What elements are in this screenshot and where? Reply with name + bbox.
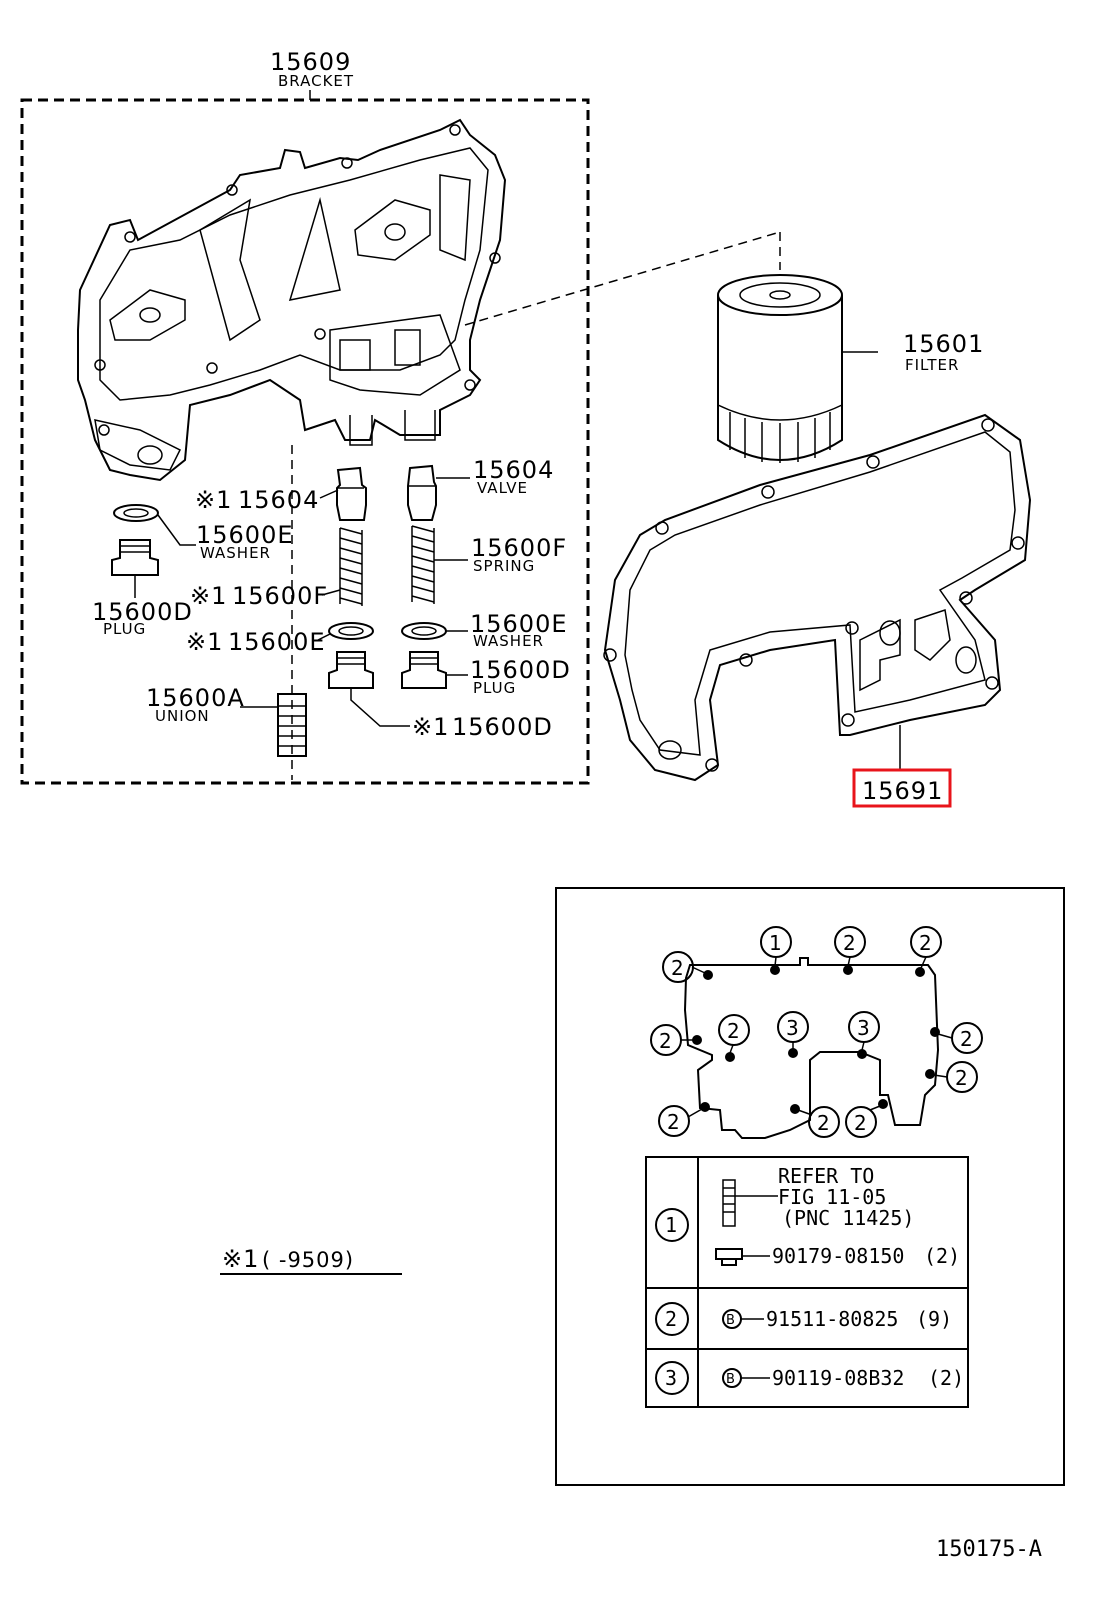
callout-3: 3 — [786, 1016, 799, 1040]
washer-outer-name: WASHER — [200, 544, 271, 562]
union-name: UNION — [155, 707, 210, 725]
callout-1: 1 — [769, 931, 782, 955]
callout-2: 2 — [955, 1066, 968, 1090]
table-row2-prefix: B — [726, 1313, 735, 1328]
callout-1: 2 — [854, 1111, 867, 1135]
table-row2-part[interactable]: 91511-80825 — [766, 1307, 898, 1331]
table-row1-line3: (PNC 11425) — [782, 1206, 914, 1230]
table-row1-line1: REFER TO — [778, 1164, 874, 1188]
footnote-range: ( -9509) — [262, 1248, 354, 1272]
washer-outer-drawing[interactable] — [113, 504, 159, 522]
callout-2: 2 — [960, 1027, 973, 1051]
bolt-location-inset: 2 1 2 2 2 2 3 3 2 2 2 2 2 — [555, 887, 1065, 1486]
valve-left-drawing[interactable] — [336, 466, 367, 521]
callout-2: 2 — [667, 1110, 680, 1134]
bolt-table: 1 REFER TO FIG 11-05 (PNC 11425) 90179-0… — [645, 1156, 969, 1408]
union-drawing[interactable] — [277, 693, 307, 757]
valve-right-drawing[interactable] — [407, 464, 437, 521]
valve-left-part-no[interactable]: 15604 — [238, 486, 319, 514]
spring-right-name: SPRING — [473, 557, 535, 575]
filter-part-no[interactable]: 15601 — [903, 330, 984, 358]
spring-right-drawing[interactable] — [411, 525, 435, 604]
plug-outer-part-no[interactable]: 15600D — [92, 598, 193, 626]
table-row3-qty: (2) — [928, 1366, 964, 1390]
highlight-box — [852, 768, 952, 808]
plug-outer-drawing[interactable] — [111, 539, 159, 576]
plug-outer-name: PLUG — [103, 620, 146, 638]
washer-left-drawing[interactable] — [328, 622, 374, 640]
union-part-no[interactable]: 15600A — [146, 684, 245, 712]
callout-2: 2 — [727, 1019, 740, 1043]
gasket-part-no[interactable]: 15691 — [862, 777, 943, 805]
figure-id: 150175-A — [936, 1537, 1042, 1562]
washer-right-drawing[interactable] — [401, 622, 447, 640]
spring-left-mark: ※1 — [190, 582, 227, 610]
footnote-mark: ※1 — [222, 1245, 259, 1273]
bracket-name: BRACKET — [278, 72, 354, 90]
valve-right-name: VALVE — [477, 479, 528, 497]
gasket-drawing[interactable] — [603, 413, 1032, 782]
table-ref-2: 2 — [665, 1307, 677, 1331]
callout-2: 2 — [843, 931, 856, 955]
table-ref-3: 3 — [665, 1366, 677, 1390]
table-row1-line2: FIG 11-05 — [778, 1185, 886, 1209]
table-ref-1: 1 — [665, 1213, 677, 1237]
plug-left-drawing[interactable] — [328, 651, 374, 689]
spring-right-part-no[interactable]: 15600F — [471, 534, 567, 562]
table-row1-part[interactable]: 90179-08150 — [772, 1244, 904, 1268]
callout-2: 2 — [671, 956, 684, 980]
table-row2-qty: (9) — [916, 1307, 952, 1331]
table-row1-qty: (2) — [924, 1244, 960, 1268]
plug-right-drawing[interactable] — [401, 651, 447, 689]
plug-right-name: PLUG — [473, 679, 516, 697]
washer-right-part-no[interactable]: 15600E — [470, 610, 568, 638]
oil-filter-drawing[interactable] — [717, 274, 843, 463]
stud-bolt-icon — [722, 1179, 778, 1227]
table-row3-prefix: B — [726, 1372, 735, 1387]
washer-right-name: WASHER — [473, 632, 544, 650]
assembly-dashed-frame — [20, 98, 590, 785]
callout-2: 2 — [659, 1029, 672, 1053]
plug-right-part-no[interactable]: 15600D — [470, 656, 571, 684]
filter-name: FILTER — [905, 356, 959, 374]
callout-3: 3 — [857, 1016, 870, 1040]
washer-outer-part-no[interactable]: 15600E — [196, 521, 294, 549]
valve-left-mark: ※1 — [195, 486, 232, 514]
plug-left-mark: ※1 — [412, 713, 449, 741]
bracket-drawing[interactable] — [77, 118, 781, 780]
plug-left-part-no[interactable]: 15600D — [452, 713, 553, 741]
callout-2: 2 — [817, 1111, 830, 1135]
flange-bolt-icon — [715, 1248, 770, 1266]
valve-right-part-no[interactable]: 15604 — [473, 456, 554, 484]
bracket-part-no[interactable]: 15609 — [270, 48, 351, 76]
callout-2: 2 — [919, 931, 932, 955]
washer-left-mark: ※1 — [186, 628, 223, 656]
spring-left-drawing[interactable] — [339, 527, 363, 606]
spring-left-part-no[interactable]: 15600F — [232, 582, 328, 610]
table-row3-part[interactable]: 90119-08B32 — [772, 1366, 904, 1390]
washer-left-part-no[interactable]: 15600E — [228, 628, 326, 656]
